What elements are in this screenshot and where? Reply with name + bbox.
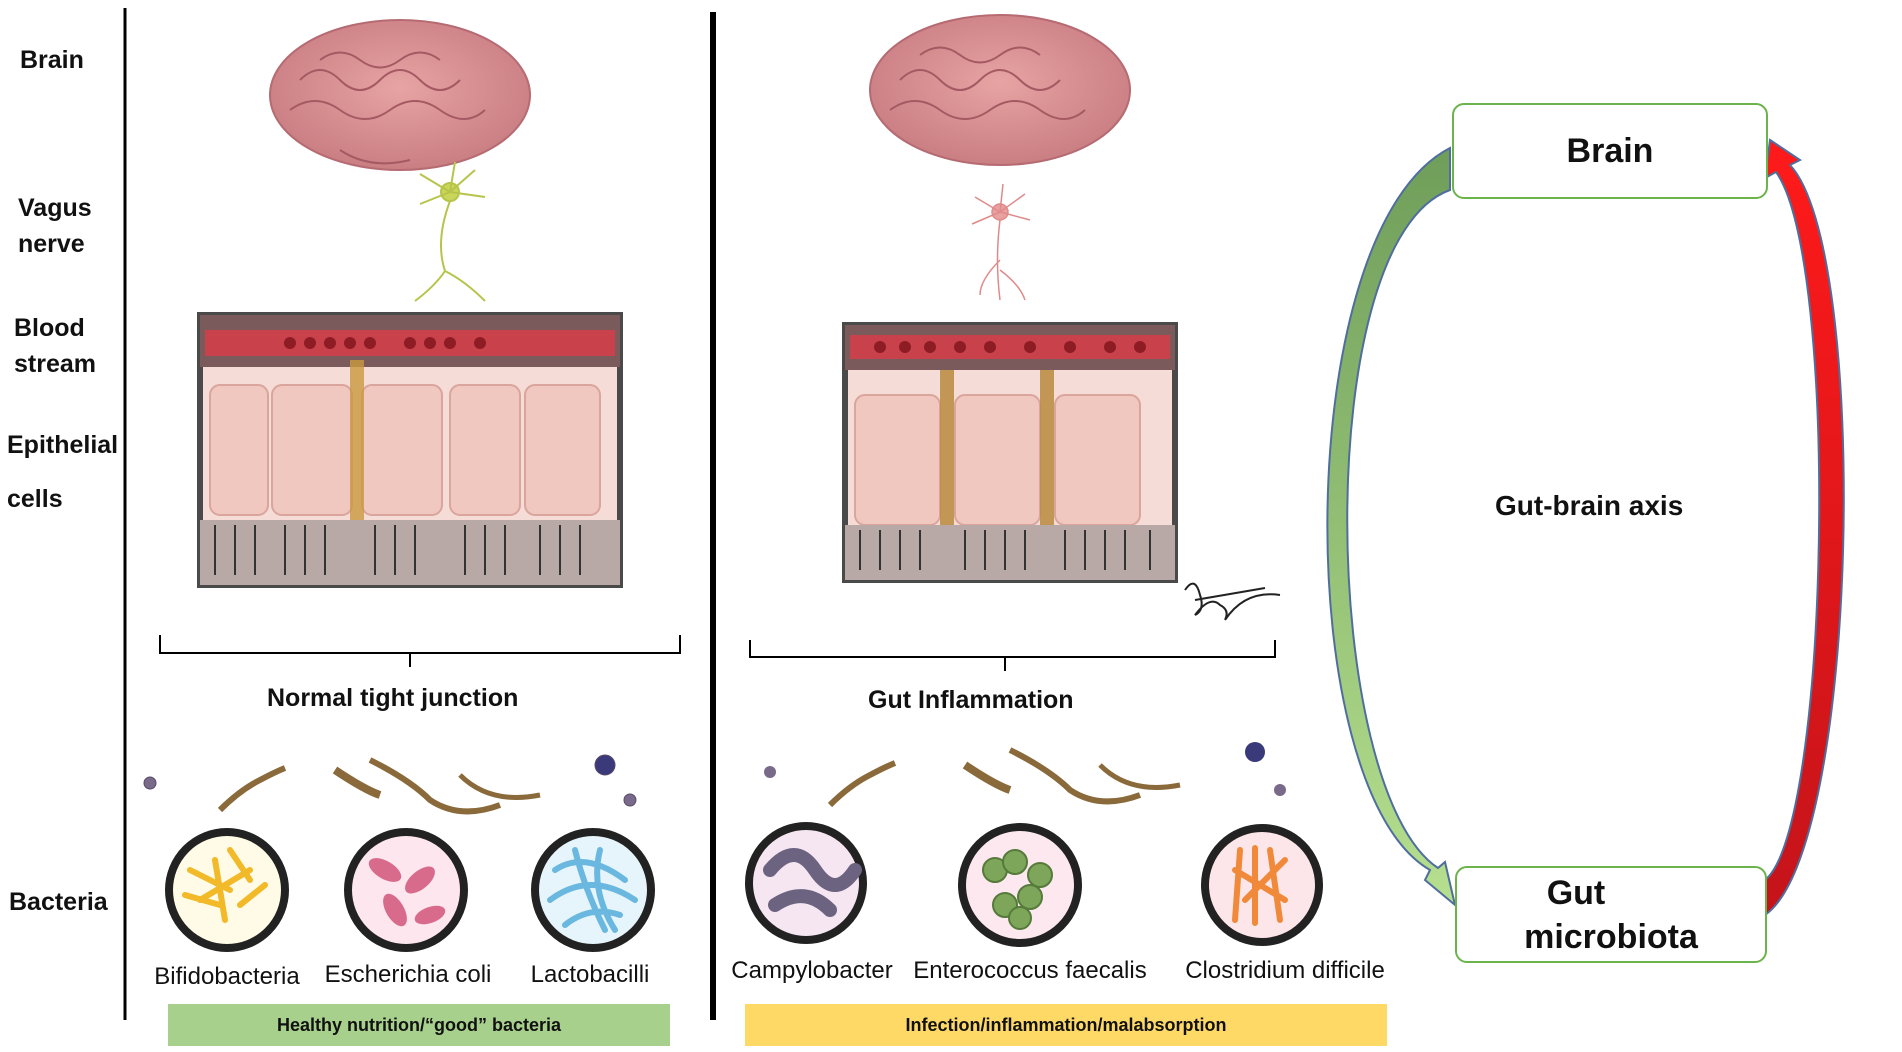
row-label-nerve: nerve — [18, 230, 85, 258]
escherichia-coli-image — [344, 828, 468, 952]
clostridium-difficile-image — [1201, 824, 1323, 946]
campylobacter-image — [745, 822, 867, 944]
lactobacilli-image — [531, 828, 655, 952]
row-label-epithelial: Epithelial — [7, 431, 119, 459]
red-arrow — [1763, 138, 1845, 917]
gut-box-label-line1: Gut — [1546, 873, 1606, 912]
left-brace — [159, 635, 681, 667]
bacteria-label-campylobacter: Campylobacter — [731, 957, 893, 984]
bacteria-label-clostridium-difficile: Clostridium difficile — [1185, 957, 1385, 984]
green-arrow — [1326, 146, 1457, 908]
row-label-vagus: Vagus — [18, 194, 92, 222]
bacteria-label-escherichia-coli: Escherichia coli — [324, 961, 492, 988]
row-label-blood: Blood — [14, 314, 85, 342]
middle-neuron — [971, 183, 1031, 301]
enterococcus-faecalis-image — [958, 823, 1082, 947]
bacteria-label-enterococcus-faecalis: Enterococcus faecalis — [913, 957, 1147, 984]
middle-small-bacteria — [764, 742, 1286, 808]
gut-microbiota-box: Gut microbiota — [1455, 866, 1767, 963]
left-epithelium — [197, 312, 623, 588]
left-small-bacteria — [143, 754, 637, 815]
row-label-cells: cells — [7, 485, 63, 513]
bifidobacteria-image — [165, 828, 289, 952]
middle-brain — [869, 14, 1131, 166]
left-brain — [269, 19, 531, 171]
row-label-bacteria: Bacteria — [9, 888, 108, 916]
bacteria-label-bifidobacteria: Bifidobacteria — [154, 963, 300, 990]
row-label-brain: Brain — [20, 46, 84, 74]
artist-signature — [1184, 582, 1281, 621]
left-panel-heading: Normal tight junction — [267, 684, 519, 712]
middle-brace — [749, 640, 1276, 671]
gut-box-label-line2: microbiota — [1524, 917, 1698, 956]
middle-banner: Infection/inflammation/malabsorption — [745, 1004, 1387, 1046]
bacteria-label-lactobacilli: Lactobacilli — [530, 961, 650, 988]
row-label-stream: stream — [14, 350, 96, 378]
middle-epithelium — [842, 322, 1178, 583]
gut-brain-axis-label: Gut-brain axis — [1495, 490, 1684, 521]
middle-panel-heading: Gut Inflammation — [868, 686, 1074, 714]
brain-box: Brain — [1452, 103, 1768, 199]
left-banner: Healthy nutrition/“good” bacteria — [168, 1004, 670, 1046]
brain-box-label: Brain — [1566, 131, 1654, 170]
left-neuron — [414, 161, 486, 302]
